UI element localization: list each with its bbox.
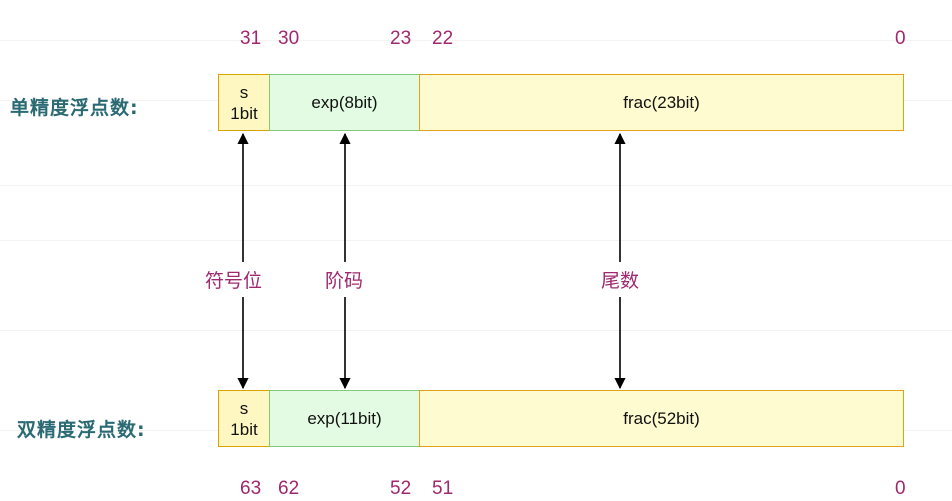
double-bit-51: 51 [432,478,454,499]
double-bit-63: 63 [240,478,262,499]
grid-line [0,240,952,241]
single-bit-31: 31 [240,28,262,49]
mantissa-label: 尾数 [599,262,642,297]
sign-bit-label: 符号位 [203,262,265,297]
single-bit-0: 0 [895,28,906,49]
single-bit-23: 23 [390,28,412,49]
single-bit-30: 30 [278,28,300,49]
double-bit-62: 62 [278,478,300,499]
grid-line [0,330,952,331]
single-sign-field: s 1bit [218,74,270,131]
single-frac-field: frac(23bit) [419,74,904,131]
double-exp-field: exp(11bit) [269,390,420,447]
grid-line [0,185,952,186]
double-sign-field: s 1bit [218,390,270,447]
grid-line [0,40,952,41]
single-sign-width: 1bit [230,103,258,123]
single-precision-label: 单精度浮点数: [10,97,139,119]
double-precision-label: 双精度浮点数: [17,419,146,441]
single-sign-name: s [239,82,249,102]
double-sign-name: s [239,398,249,418]
exponent-label: 阶码 [323,262,366,297]
double-bit-52: 52 [390,478,412,499]
single-bit-22: 22 [432,28,454,49]
double-bit-0: 0 [895,478,906,499]
single-exp-field: exp(8bit) [269,74,420,131]
double-sign-width: 1bit [230,419,258,439]
double-frac-field: frac(52bit) [419,390,904,447]
